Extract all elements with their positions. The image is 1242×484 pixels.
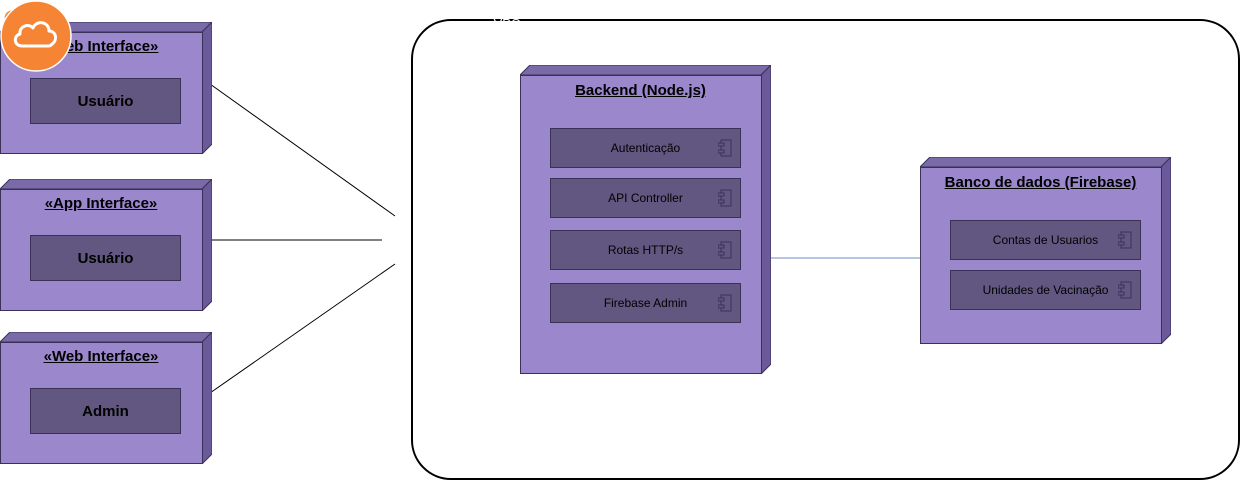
uml-component-icon: [718, 241, 732, 259]
uml-component-icon: [1118, 281, 1132, 299]
edge-web-admin-to-gateway: [209, 263, 396, 394]
backend-title: Backend (Node.js): [575, 82, 706, 99]
component-autenticacao[interactable]: Autenticação: [550, 128, 741, 168]
internet-gateway-cloud-icon[interactable]: [0, 0, 72, 72]
node-3d-edges: [0, 179, 212, 311]
component-api-controller[interactable]: API Controller: [550, 178, 741, 218]
component-label: API Controller: [608, 191, 683, 205]
vpc-boundary: [411, 19, 1240, 480]
component-label: Firebase Admin: [603, 296, 688, 310]
uml-component-icon: [718, 189, 732, 207]
node-stereotype: «Web Interface»: [43, 38, 159, 55]
component-contas-de-usuarios[interactable]: Contas de Usuarios: [950, 220, 1141, 260]
client-user-box: Usuário: [30, 78, 181, 124]
database-title: Banco de dados (Firebase): [944, 174, 1137, 191]
component-firebase-admin[interactable]: Firebase Admin: [550, 283, 741, 323]
node-stereotype: «Web Interface»: [43, 348, 159, 365]
client-admin-box: Admin: [30, 388, 181, 434]
node-stereotype: «App Interface»: [44, 195, 158, 212]
client-user-box: Usuário: [30, 235, 181, 281]
component-rotas-http[interactable]: Rotas HTTP/s: [550, 230, 741, 270]
uml-component-icon: [718, 139, 732, 157]
component-unidades-de-vacinacao[interactable]: Unidades de Vacinação: [950, 270, 1141, 310]
component-label: Rotas HTTP/s: [607, 243, 684, 257]
uml-component-icon: [718, 294, 732, 312]
uml-component-icon: [1118, 231, 1132, 249]
edge-web-user-to-gateway: [209, 83, 396, 217]
node-3d-edges: [920, 157, 1171, 344]
node-3d-edges: [520, 65, 771, 374]
node-body: [520, 75, 762, 374]
database-node[interactable]: Banco de dados (Firebase) Contas de Usua…: [920, 157, 1171, 344]
client-node-web-admin[interactable]: «Web Interface» Admin: [0, 332, 212, 464]
component-label: Unidades de Vacinação: [982, 283, 1109, 297]
component-label: Autenticação: [610, 141, 681, 155]
component-label: Contas de Usuarios: [992, 233, 1099, 247]
backend-node[interactable]: Backend (Node.js) Autenticação API Contr…: [520, 65, 771, 374]
vpc-label: VPC: [493, 16, 521, 31]
client-node-app-user[interactable]: «App Interface» Usuário: [0, 179, 212, 311]
